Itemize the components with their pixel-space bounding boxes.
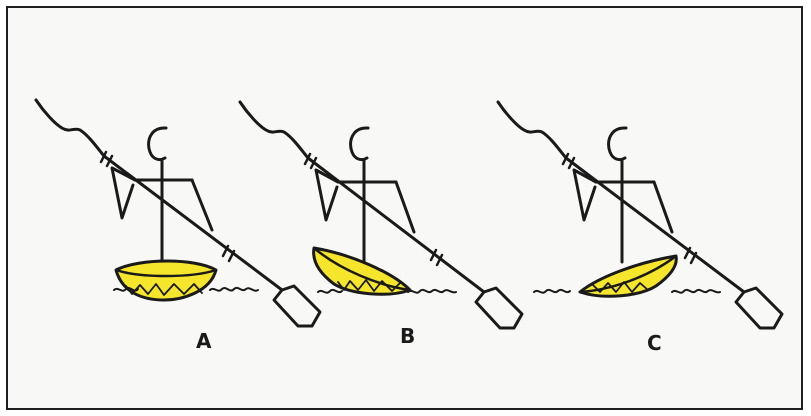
figure-b bbox=[240, 102, 522, 328]
paddle-lower-blade-icon bbox=[736, 288, 782, 328]
paddler-head-icon bbox=[609, 128, 626, 160]
paddle-upper-blade-icon bbox=[240, 102, 308, 158]
paddler-head-icon bbox=[149, 128, 166, 160]
figure-label-a: A bbox=[196, 329, 212, 353]
figure-c bbox=[498, 102, 782, 328]
paddle-upper-blade-icon bbox=[36, 100, 104, 156]
paddle-lower-blade-icon bbox=[274, 286, 320, 326]
figure-a bbox=[36, 100, 320, 326]
figure-label-c: C bbox=[647, 331, 662, 355]
paddle-upper-blade-icon bbox=[498, 102, 566, 158]
figure-label-b: B bbox=[400, 324, 415, 348]
paddle-lower-blade-icon bbox=[476, 288, 522, 328]
paddler-head-icon bbox=[351, 128, 368, 160]
